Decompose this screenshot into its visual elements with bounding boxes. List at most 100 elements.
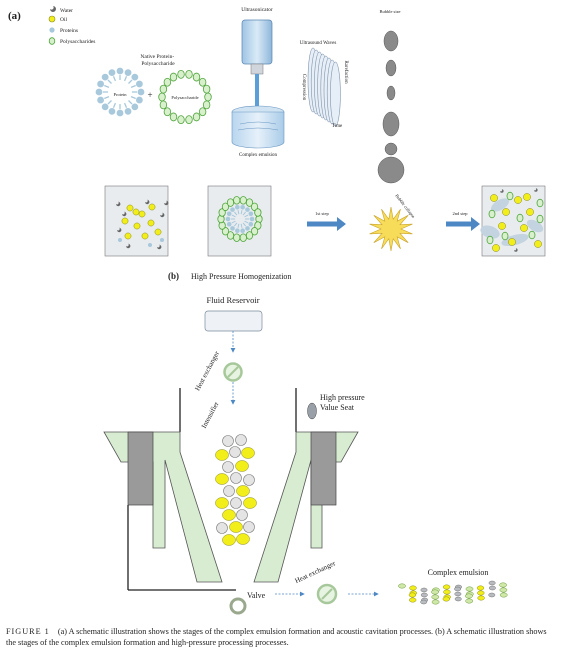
oil-droplet	[229, 521, 243, 533]
gas-droplet	[223, 485, 235, 497]
oil-droplet	[241, 447, 255, 459]
protein-tail	[123, 102, 128, 108]
oil-droplet	[126, 204, 134, 212]
polysaccharide-icon	[48, 37, 56, 45]
native-complex-title: Native Protein- Polysaccharide	[140, 54, 175, 67]
water-mark	[122, 211, 127, 217]
water-mark	[117, 227, 122, 233]
gas-droplet	[243, 521, 255, 533]
oil-droplet	[243, 497, 257, 509]
oil-droplet	[526, 208, 534, 216]
bubble-size-label: Bubble size	[379, 9, 400, 14]
oil-droplet	[148, 203, 156, 211]
oil-droplet	[492, 244, 500, 252]
polysaccharide-mark	[177, 69, 185, 79]
protein-mark	[116, 109, 124, 117]
polysaccharide-ring	[158, 69, 212, 125]
emulsion-oil	[442, 584, 451, 590]
polysaccharide-mark	[226, 231, 235, 240]
step2-arrowhead	[471, 217, 480, 231]
complex-emulsion-cluster	[398, 580, 508, 605]
protein-mark	[124, 69, 132, 76]
protein-tail	[128, 100, 133, 105]
oil-droplet	[534, 240, 542, 248]
emulsion-polysaccharide	[431, 599, 440, 605]
polysaccharide-mark	[501, 231, 509, 241]
emulsion-polysaccharide	[499, 587, 508, 593]
valve-label: Valve	[247, 591, 266, 600]
polysaccharide-mark	[233, 196, 241, 205]
polysaccharide-mark	[239, 233, 247, 242]
polysaccharide-mark	[233, 233, 241, 242]
water-mark	[514, 248, 518, 252]
time-label: Time	[332, 124, 343, 129]
polysaccharide-mark	[198, 77, 207, 87]
protein-ring-label: Protein	[114, 92, 128, 97]
protein-tail	[237, 210, 240, 215]
protein-mark	[137, 88, 145, 96]
protein-mark	[116, 67, 124, 75]
protein-mark	[235, 228, 240, 233]
protein-mark	[101, 103, 109, 111]
protein-tail	[231, 214, 236, 218]
beaker-waves	[237, 121, 279, 131]
polysaccharide-mark	[163, 77, 172, 87]
oil-droplet	[222, 509, 236, 521]
emulsion-polysaccharide	[398, 583, 406, 589]
heat-exchanger-label: Heat exchanger	[193, 349, 221, 392]
polysaccharide-mark	[506, 191, 514, 201]
emulsion-protein	[420, 599, 428, 605]
complex-ring	[217, 196, 263, 242]
protein-tail	[240, 210, 243, 215]
emulsion-protein	[488, 585, 496, 591]
polysaccharide-mark	[254, 208, 262, 217]
protein-mark	[245, 207, 250, 212]
caption-figure-label: FIGURE 1	[6, 627, 50, 636]
heat-exchanger2-label: Heat exchanger	[294, 559, 338, 585]
emulsion-polysaccharide	[431, 589, 439, 595]
polysaccharide-mark	[185, 69, 193, 79]
polysaccharide-mark	[192, 112, 201, 122]
step1-label: 1st step	[315, 211, 329, 216]
protein-tail	[233, 222, 238, 227]
oil-droplet	[235, 460, 249, 472]
emulsion-polysaccharide	[499, 592, 508, 598]
heat-exchanger-2	[316, 583, 338, 605]
water-mark	[145, 199, 150, 205]
protein-mark	[131, 103, 139, 111]
rarefaction-label: Rarefaction	[343, 60, 348, 84]
native-complex-title-line1: Native Protein-	[140, 54, 174, 60]
protein-mark	[118, 238, 122, 242]
polysaccharide-mark	[192, 72, 201, 82]
bubble-growth: Bubble size	[377, 9, 405, 184]
protein-mark	[108, 69, 116, 76]
step2-label: 2nd step	[452, 211, 468, 216]
bubble-5	[384, 142, 398, 156]
emulsion-oil	[409, 597, 417, 603]
protein-tail	[107, 79, 112, 84]
final-emulsion-droplets	[480, 188, 544, 252]
oil-droplet	[236, 485, 250, 497]
polysaccharide-mark	[488, 209, 496, 219]
gas-droplet	[230, 497, 242, 509]
oil-droplet	[490, 194, 498, 202]
protein-aggregate	[480, 225, 500, 239]
panel-b-title: High Pressure Homogenization	[191, 272, 291, 281]
polysaccharide-mark	[245, 198, 254, 207]
panel-b-label: (b)	[168, 271, 179, 281]
polysaccharide-mark	[226, 198, 235, 207]
protein-tail	[123, 76, 128, 82]
protein-mark	[148, 243, 152, 247]
polysaccharide-mark	[177, 115, 185, 125]
protein-mark	[240, 228, 245, 233]
legend: Water Oil Proteins Polysaccharides	[48, 6, 95, 45]
polysaccharide-mark	[516, 213, 524, 223]
polysaccharide-mark	[202, 84, 211, 94]
polysaccharide-mark	[163, 107, 172, 117]
heat-exchanger-1	[223, 362, 243, 382]
protein-mark	[108, 108, 116, 115]
oil-droplet	[514, 196, 522, 204]
protein-tail	[231, 220, 236, 224]
legend-oil: Oil	[48, 15, 68, 23]
